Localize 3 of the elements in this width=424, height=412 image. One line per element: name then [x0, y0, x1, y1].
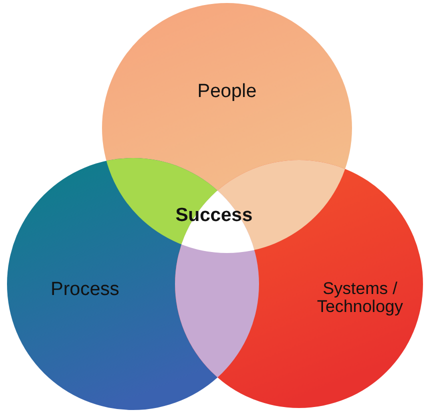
circle-label: Systems / Technology [306, 280, 414, 316]
circle-label: People [167, 82, 287, 102]
circle-label: Process [30, 280, 140, 300]
